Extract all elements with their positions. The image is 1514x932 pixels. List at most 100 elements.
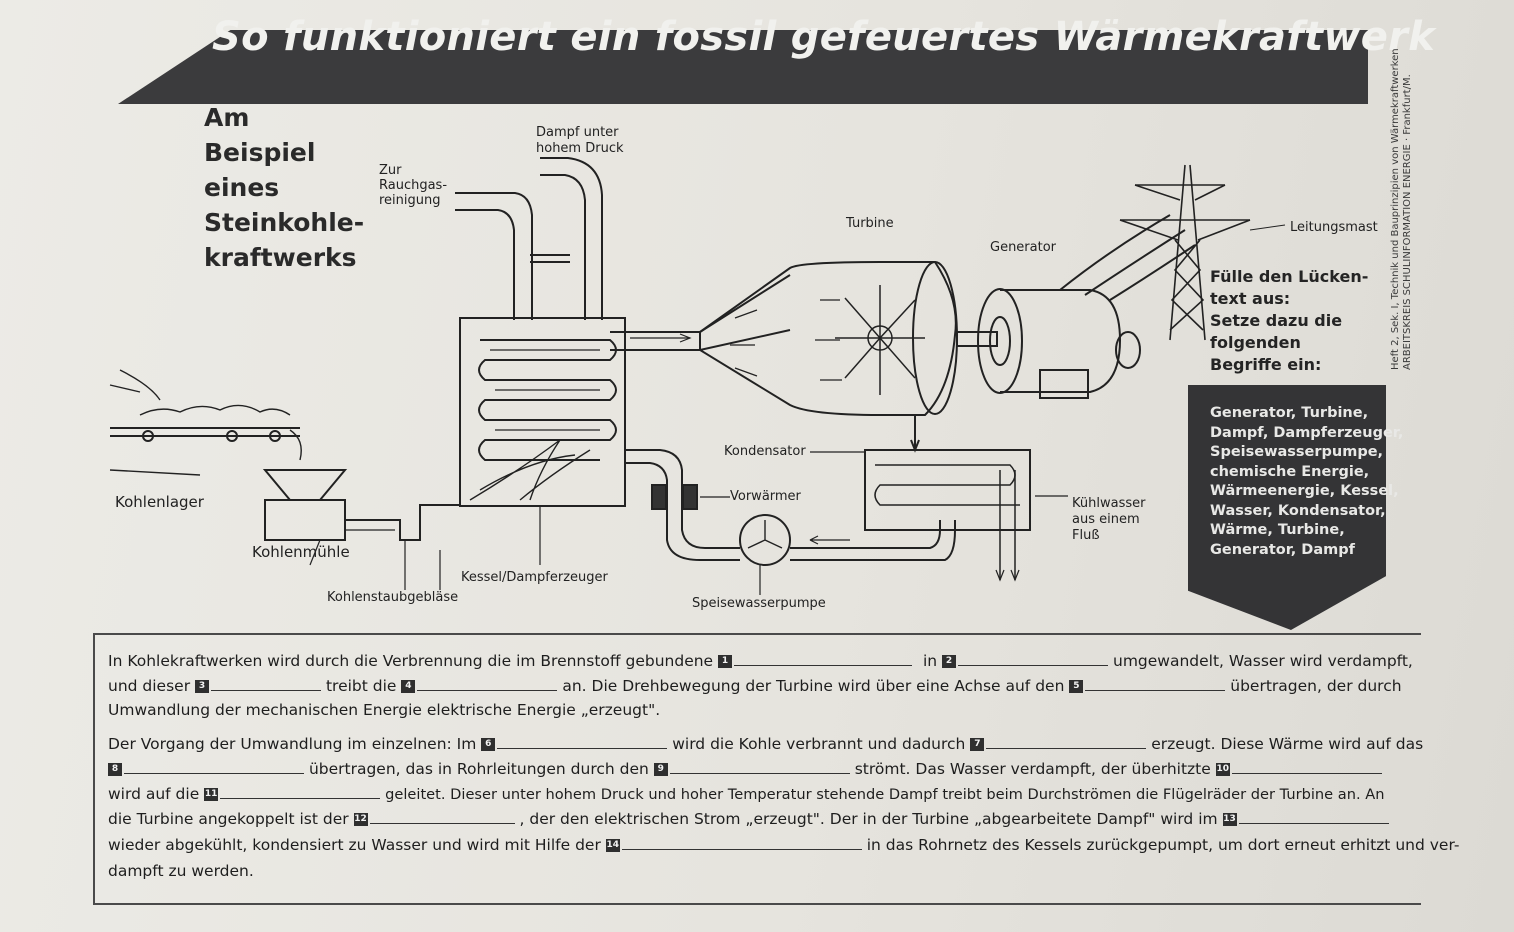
gap-number: 4 [401, 680, 416, 693]
cloze-text: und dieser [108, 677, 191, 695]
label-line: hohem Druck [536, 141, 624, 156]
instruction-line: Fülle den Lücken- [1210, 267, 1369, 286]
cloze-text: in das Rohrnetz des Kessels zurückgepump… [866, 836, 1460, 854]
term-item: chemische Energie, [1210, 463, 1370, 480]
label-coal-dust-blower: Kohlenstaubgebläse [327, 590, 459, 605]
label-line: reinigung [379, 193, 441, 208]
instruction-text: Fülle den Lücken- text aus: Setze dazu d… [1210, 266, 1368, 376]
title-banner [118, 30, 1368, 104]
cloze-text: , der den elektrischen Strom „erzeugt". … [519, 810, 1218, 828]
gap-5-blank[interactable] [1085, 676, 1226, 691]
gap-number: 5 [1069, 680, 1084, 693]
gap-4-blank[interactable] [417, 676, 558, 691]
cloze-text: übertragen, das in Rohrleitungen durch d… [308, 760, 649, 778]
cloze-line-2: und dieser 3 treibt die 4 an. Die Drehbe… [108, 676, 1402, 696]
preheater [651, 484, 667, 510]
label-line: Kühlwasser [1072, 496, 1146, 511]
gap-number: 9 [653, 763, 668, 776]
cloze-text: wird die Kohle verbrannt und dadurch [672, 735, 966, 753]
generator-body [1000, 289, 1122, 393]
label-boiler: Kessel/Dampferzeuger [461, 570, 608, 585]
label-line: Rauchgas- [379, 178, 448, 193]
label-pylon: Leitungsmast [1290, 220, 1378, 235]
page-title: So funktioniert ein fossil gefeuertes Wä… [212, 14, 1436, 60]
gap-number: 10 [1215, 763, 1230, 776]
label-feed-water-pump: Speisewasserpumpe [692, 596, 826, 611]
feed-water-pump [739, 514, 791, 566]
gap-number: 13 [1222, 813, 1237, 826]
label-condenser: Kondensator [724, 444, 806, 459]
cloze-text: wieder abgekühlt, kondensiert zu Wasser … [108, 836, 601, 854]
coal-mill-hopper [262, 469, 348, 501]
cloze-text: geleitet. Dieser unter hohem Druck und h… [385, 786, 1385, 803]
gap-number: 1 [718, 655, 733, 668]
gap-6-blank[interactable] [497, 734, 668, 749]
cloze-text: Der Vorgang der Umwandlung im einzelnen:… [108, 735, 477, 753]
label-flue-gas-cleaning: Zur Rauchgas- reinigung [379, 163, 447, 208]
term-item: Wärme, Turbine, [1210, 522, 1345, 538]
gap-1-blank[interactable] [734, 651, 913, 666]
flue-gas-duct [455, 192, 533, 320]
gap-11-blank[interactable] [220, 784, 381, 799]
cloze-text: übertragen, der durch [1230, 677, 1402, 695]
gap-8-blank[interactable] [124, 759, 304, 774]
gap-number: 2 [942, 655, 957, 668]
label-line: Fluß [1072, 528, 1100, 543]
boiler-coils [478, 339, 617, 461]
turbine-casing [699, 261, 957, 416]
boiler-flames [469, 439, 591, 501]
label-line: Zur [379, 163, 402, 178]
cloze-line-8: wieder abgekühlt, kondensiert zu Wasser … [108, 835, 1459, 855]
label-turbine: Turbine [846, 216, 894, 231]
gap-number: 3 [195, 680, 210, 693]
instruction-line: text aus: [1210, 289, 1291, 308]
instruction-line: folgenden [1210, 333, 1301, 352]
pylon [1119, 164, 1286, 341]
gap-9-blank[interactable] [669, 759, 850, 774]
label-preheater: Vorwärmer [730, 489, 801, 504]
gap-2-blank[interactable] [958, 651, 1109, 666]
term-item: Wärmeenergie, Kessel, [1210, 483, 1399, 499]
intro-heading: Am Beispiel eines Steinkohle- kraftwerks [204, 100, 374, 275]
gap-number: 8 [108, 763, 122, 776]
gap-number: 6 [481, 738, 496, 751]
term-list-panel [1188, 385, 1386, 630]
cloze-line-7: die Turbine angekoppelt ist der 12 , der… [108, 809, 1389, 829]
instruction-line: Begriffe ein: [1210, 355, 1322, 374]
label-generator: Generator [990, 240, 1057, 255]
label-line: aus einem [1072, 512, 1140, 527]
term-item: Generator, Turbine, [1210, 405, 1369, 421]
gap-number: 14 [605, 839, 620, 852]
condenser [864, 449, 1031, 531]
label-cooling-water: Kühlwasser aus einem Fluß [1072, 496, 1145, 544]
gap-13-blank[interactable] [1238, 809, 1389, 824]
cloze-text: Umwandlung der mechanischen Energie elek… [108, 701, 661, 719]
steam-pipe [540, 174, 586, 320]
cloze-line-3: Umwandlung der mechanischen Energie elek… [108, 700, 660, 720]
label-line: Dampf unter [536, 125, 619, 140]
term-item: Wasser, Kondensator, [1210, 502, 1386, 519]
cloze-text: wird auf die [108, 785, 200, 803]
cloze-line-4: Der Vorgang der Umwandlung im einzelnen:… [108, 734, 1423, 754]
gap-10-blank[interactable] [1231, 759, 1382, 774]
gap-number: 7 [970, 738, 985, 751]
cloze-text: in [922, 652, 938, 670]
cloze-text-box [93, 633, 1421, 905]
power-line [1059, 214, 1171, 291]
intro-line: kraftwerks [204, 243, 357, 272]
cloze-line-5: 8 übertragen, das in Rohrleitungen durch… [108, 759, 1382, 779]
gap-number: 12 [353, 813, 368, 826]
cloze-text: die Turbine angekoppelt ist der [108, 810, 349, 828]
gap-3-blank[interactable] [211, 676, 322, 691]
gap-14-blank[interactable] [621, 835, 862, 850]
gap-7-blank[interactable] [986, 734, 1147, 749]
gap-12-blank[interactable] [369, 809, 515, 824]
cloze-text: umgewandelt, Wasser wird verdampft, [1113, 652, 1413, 670]
instruction-line: Setze dazu die [1210, 311, 1343, 330]
term-item: Speisewasserpumpe, [1210, 444, 1384, 460]
term-item: Generator, Dampf [1210, 541, 1355, 558]
boiler-shell [459, 317, 626, 507]
gap-number: 11 [204, 788, 219, 801]
cloze-line-1: In Kohlekraftwerken wird durch die Verbr… [108, 651, 1413, 671]
